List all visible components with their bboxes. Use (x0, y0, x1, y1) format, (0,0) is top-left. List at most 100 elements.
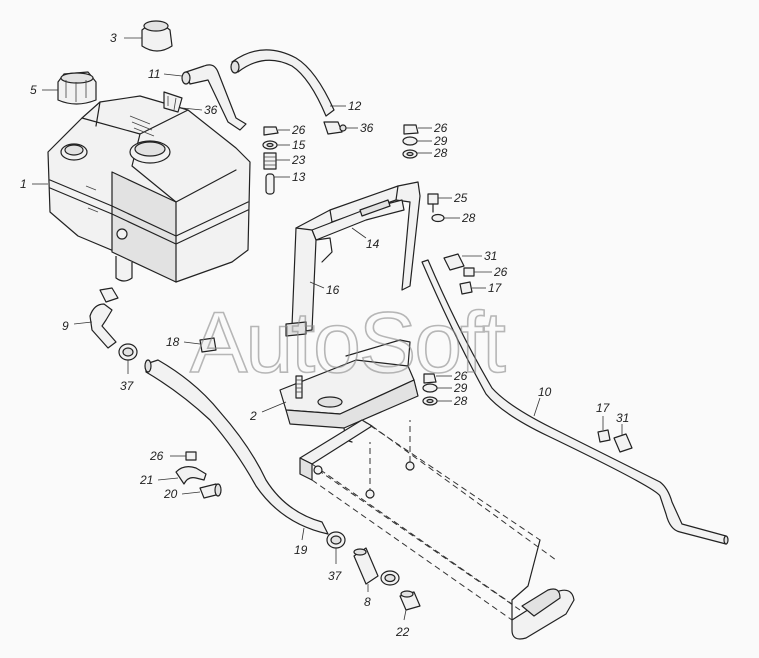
callout-label: 14 (366, 237, 380, 251)
callout-36-a: 36 (181, 103, 218, 117)
sleeve-17-top (459, 281, 473, 295)
mounting-plate-2 (279, 339, 419, 443)
callout-26-c: 26 (474, 265, 508, 279)
callout-label: 10 (538, 385, 552, 399)
clip-36-a (163, 91, 183, 113)
callout-label: 19 (294, 543, 308, 557)
callout-label: 21 (139, 473, 153, 487)
callout-label: 12 (348, 99, 362, 113)
callout-26-e: 26 (149, 449, 186, 463)
callout-16: 16 (309, 281, 340, 297)
callout-9: 9 (62, 319, 93, 333)
callout-17-a: 17 (472, 281, 503, 295)
callout-31-a: 31 (462, 249, 497, 263)
watermark-text: AutoSoft (190, 295, 506, 391)
clamp-37-bottom (326, 531, 346, 549)
callout-17-b: 17 (596, 401, 611, 430)
callout-12: 12 (330, 99, 362, 113)
callout-3: 3 (110, 31, 142, 45)
callout-26-a: 26 (278, 123, 306, 137)
callout-label: 2 (249, 409, 257, 423)
callout-31-b: 31 (616, 411, 629, 436)
callout-28-b: 28 (444, 211, 476, 225)
callout-14: 14 (351, 227, 380, 251)
nut-26-plate (423, 373, 437, 384)
washer-28-bolt (431, 213, 445, 223)
callout-label: 28 (433, 146, 448, 160)
callout-label: 26 (291, 123, 306, 137)
sleeve-17-bottom (597, 429, 611, 443)
callout-label: 28 (461, 211, 476, 225)
callout-21: 21 (139, 473, 179, 487)
callout-label: 31 (616, 411, 629, 425)
spring-23 (263, 152, 277, 170)
clip-31-bottom (613, 433, 633, 453)
callout-label: 8 (364, 595, 371, 609)
callout-label: 3 (110, 31, 117, 45)
callout-37-b: 37 (328, 548, 343, 583)
callout-label: 29 (433, 134, 448, 148)
callout-8: 8 (364, 584, 371, 609)
callout-label: 26 (453, 369, 468, 383)
callout-label: 26 (433, 121, 448, 135)
expansion-tank (47, 95, 251, 283)
callout-label: 37 (328, 569, 343, 583)
callout-label: 11 (148, 67, 160, 81)
callout-29-a: 29 (417, 134, 448, 148)
washer-29-right (402, 136, 418, 146)
washer-28-plate (422, 396, 438, 406)
callout-label: 1 (20, 177, 27, 191)
callout-label: 16 (326, 283, 340, 297)
callout-2: 2 (249, 401, 287, 423)
nut-26-right (403, 124, 419, 135)
callout-1: 1 (20, 177, 48, 191)
frame-rail (299, 419, 575, 640)
callout-label: 20 (163, 487, 178, 501)
callout-label: 9 (62, 319, 69, 333)
callout-15: 15 (277, 138, 306, 152)
callout-20: 20 (163, 487, 201, 501)
callout-label: 26 (149, 449, 164, 463)
callout-23: 23 (276, 153, 306, 167)
callout-22: 22 (395, 609, 410, 639)
clamp-bottom (380, 570, 400, 586)
callout-label: 23 (291, 153, 306, 167)
clamp-18 (199, 337, 217, 353)
hose-19 (144, 359, 329, 535)
callout-29-b: 29 (437, 381, 468, 395)
clamp-37-left (118, 343, 138, 361)
callout-label: 29 (453, 381, 468, 395)
pressure-cap (57, 71, 97, 105)
callout-26-b: 26 (418, 121, 448, 135)
callout-label: 17 (596, 401, 611, 415)
clip-36-b (323, 121, 347, 135)
coupler-20 (199, 483, 222, 499)
callout-11: 11 (148, 67, 183, 81)
nut-26-clamp (185, 451, 197, 461)
pipe-10 (421, 259, 729, 545)
callout-37-a: 37 (120, 360, 135, 393)
callout-label: 13 (292, 170, 306, 184)
nut-26-top (263, 126, 279, 136)
callout-36-b: 36 (346, 121, 374, 135)
callout-label: 17 (488, 281, 503, 295)
callout-label: 28 (453, 394, 468, 408)
nut-26-pipe (463, 267, 475, 277)
bolt-25 (427, 193, 439, 213)
callout-label: 18 (166, 335, 180, 349)
washer-28-right (402, 149, 418, 159)
hose-9 (89, 287, 119, 349)
bracket-14 (295, 181, 421, 291)
callout-label: 31 (484, 249, 497, 263)
callout-label: 37 (120, 379, 135, 393)
coupler-22 (399, 590, 421, 611)
pin-13 (265, 173, 275, 195)
hose-12 (230, 49, 335, 117)
callout-19: 19 (294, 527, 308, 557)
callout-25: 25 (438, 191, 468, 205)
callout-10: 10 (533, 385, 552, 417)
filler-cap (141, 20, 173, 52)
callout-label: 5 (30, 83, 37, 97)
washer-15 (262, 140, 278, 150)
